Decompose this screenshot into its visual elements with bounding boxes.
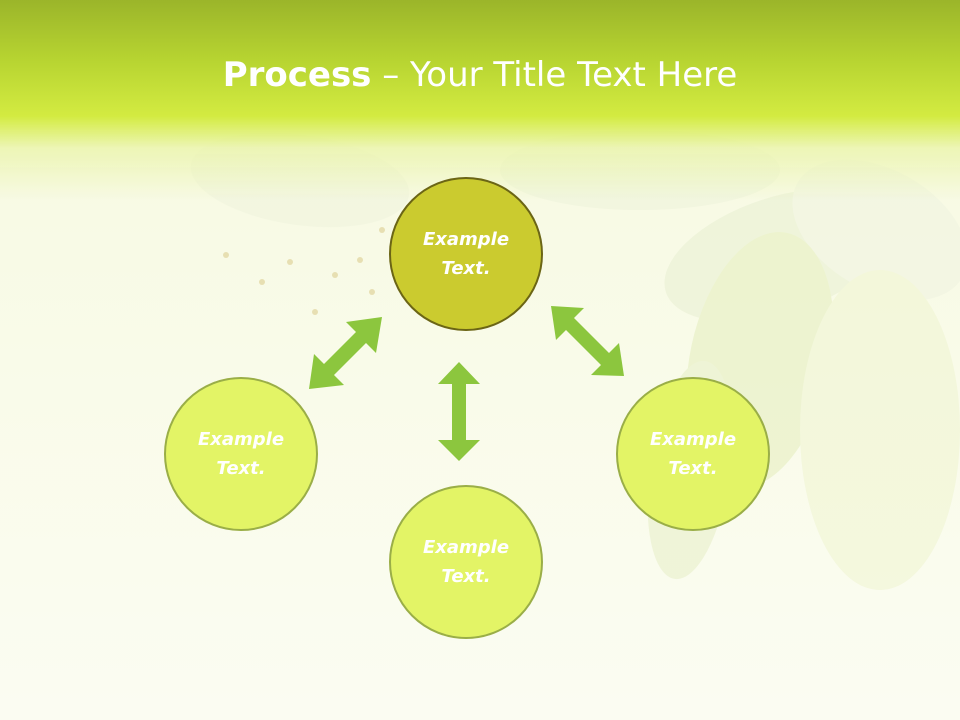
node-label-line-1: Example bbox=[422, 229, 510, 250]
title-text: – Your Title Text Here bbox=[371, 55, 738, 95]
node-label-line-2: Text. bbox=[441, 258, 491, 279]
node-label-line-2: Text. bbox=[668, 458, 718, 479]
node-label-line-1: Example bbox=[197, 429, 285, 450]
title-bold-word: Process bbox=[222, 55, 372, 95]
header-band bbox=[0, 0, 960, 200]
node-label-line-2: Text. bbox=[216, 458, 266, 479]
node-label-line-1: Example bbox=[422, 537, 510, 558]
node-label-line-1: Example bbox=[649, 429, 737, 450]
node-label-line-2: Text. bbox=[441, 566, 491, 587]
slide-title: Process – Your Title Text Here bbox=[0, 52, 960, 98]
